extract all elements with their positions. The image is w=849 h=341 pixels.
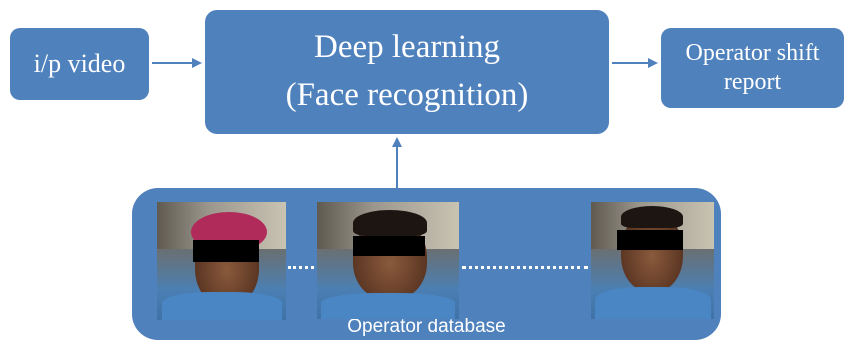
hair [621,206,683,228]
operator-photo-3 [591,202,714,319]
deep-learning-box: Deep learning (Face recognition) [205,10,609,134]
operator-photo-2 [317,202,459,319]
hair [353,210,427,236]
shirt [595,287,711,319]
deep-learning-title: Deep learning [314,29,500,66]
operator-database-label: Operator database [347,316,506,337]
shirt [321,293,455,319]
ellipsis-dots-1 [288,266,314,269]
shift-report-line2: report [723,69,782,95]
ellipsis-dots-2 [462,266,588,269]
shift-report-line1: Operator shift [685,40,820,67]
redaction-bar [353,236,425,256]
operator-photo-1 [157,202,286,320]
face-recognition-subtitle: (Face recognition) [285,77,529,113]
redaction-bar [617,230,683,250]
input-video-label: i/p video [33,49,126,78]
redaction-bar [193,240,259,262]
shirt [162,292,282,320]
shift-report-box: Operator shift report [661,28,844,108]
input-video-box: i/p video [10,28,149,100]
